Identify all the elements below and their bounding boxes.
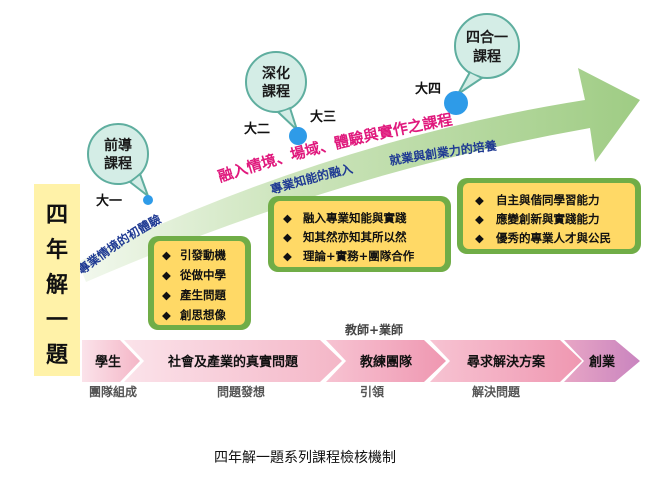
box-first-year: ◆ 引發動機 ◆ 從做中學 ◆ 產生問題 ◆ 創思想像 [148, 236, 251, 330]
bubble-deepening: 深化 課程 [245, 51, 307, 131]
box-bullet: ◆ [162, 268, 171, 282]
box-fourth-year: ◆ 自主與偕同學習能力 ◆ 應變創新與實踐能力 ◆ 優秀的專業人才與公民 [457, 178, 641, 254]
bubble-line: 課程 [104, 155, 132, 172]
year-dot-2 [289, 127, 307, 145]
box-item: 創思想像 [179, 308, 226, 322]
flow-under-label-1: 團隊組成 [89, 384, 137, 399]
box-second-third-year: ◆ 融入專業知能與實踐 ◆ 知其然亦知其所以然 ◆ 理論+實務+團隊合作 [268, 196, 451, 272]
flow-step-2: 社會及產業的真實問題 [167, 354, 299, 370]
vertical-title-panel [34, 184, 80, 376]
bubble-four-in-one: 四合一 課程 [454, 13, 520, 95]
box-item: 產生問題 [179, 288, 226, 302]
year-label-2: 大二 [244, 121, 270, 137]
box-item: 優秀的專業人才與公民 [495, 231, 611, 245]
bubble-preparatory: 前導 課程 [87, 123, 151, 199]
vertical-title-char-5: 題 [46, 343, 69, 368]
flow-chevron-2 [124, 340, 342, 382]
bubble-line: 四合一 [466, 29, 508, 46]
box-bullet: ◆ [475, 212, 484, 226]
box-bullet: ◆ [283, 249, 292, 263]
vertical-title-char-2: 年 [46, 237, 68, 263]
box-bullet: ◆ [283, 211, 292, 225]
year-label-4: 大四 [415, 81, 441, 97]
box-bullet: ◆ [475, 193, 484, 207]
figure-caption: 四年解一題系列課程檢核機制 [214, 449, 396, 466]
flow-chevron-4 [430, 340, 582, 382]
year-dot-1 [143, 195, 153, 205]
flow-chevron-3 [326, 340, 446, 382]
year-label-1: 大一 [96, 193, 122, 209]
box-item: 融入專業知能與實踐 [303, 211, 407, 225]
box-bullet: ◆ [283, 230, 292, 244]
bubble-line: 深化 [262, 65, 290, 82]
box-bullet: ◆ [162, 248, 171, 262]
bubble-line: 前導 [104, 137, 132, 154]
flow-chevron-5 [564, 340, 640, 382]
year-label-3: 大三 [310, 109, 336, 125]
flow-step-4: 尋求解決方案 [467, 354, 546, 370]
flow-under-label-3: 引領 [360, 384, 385, 399]
bubble-line: 課程 [262, 83, 290, 100]
flow-step-3: 教練團隊 [359, 354, 413, 370]
box-bullet: ◆ [162, 288, 171, 302]
year-dot-3 [444, 91, 468, 115]
box-item: 理論+實務+團隊合作 [303, 249, 415, 263]
flow-step-5: 創業 [588, 354, 616, 370]
vertical-title-char-4: 一 [46, 308, 68, 333]
flow-step-1: 學生 [95, 354, 121, 370]
flow-under-label-2: 問題發想 [217, 384, 265, 399]
box-item: 從做中學 [179, 268, 226, 282]
vertical-title-char-1: 四 [46, 203, 68, 228]
bubble-line: 課程 [473, 48, 501, 65]
box-item: 自主與偕同學習能力 [496, 193, 600, 207]
flow-above-label: 教師+業師 [344, 322, 403, 337]
flow-under-label-4: 解決問題 [472, 384, 521, 399]
box-item: 知其然亦知其所以然 [302, 230, 407, 244]
box-bullet: ◆ [162, 308, 171, 322]
flow-chevron-1 [82, 340, 140, 382]
vertical-title-char-3: 解 [46, 272, 68, 298]
growth-arrow [78, 68, 640, 282]
box-item: 應變創新與實踐能力 [496, 212, 600, 226]
box-item: 引發動機 [180, 248, 226, 262]
box-bullet: ◆ [475, 231, 484, 245]
